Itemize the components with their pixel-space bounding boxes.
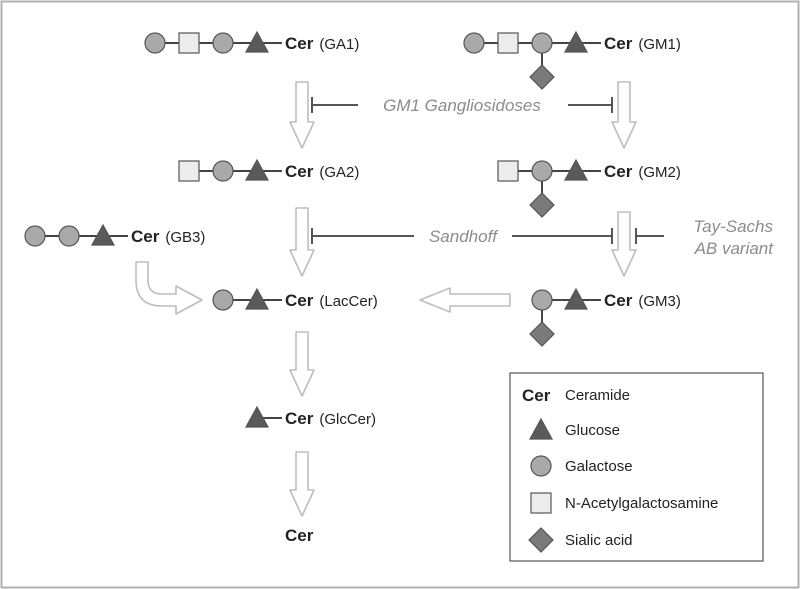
molecule-label: Cer (GA1) (285, 34, 359, 53)
molecule-code: (GA1) (319, 36, 359, 53)
enzyme-block-lines (311, 97, 664, 244)
molecule-gm3: Cer (GM3) (529, 287, 681, 347)
molecule-label: Cer (GM1) (604, 34, 681, 53)
cer-label: Cer (285, 162, 314, 181)
molecule-label: Cer (GM2) (604, 162, 681, 181)
molecule-label: Cer (285, 526, 314, 545)
arrow-gb3-to-laccer (135, 261, 203, 315)
molecule-code: (GM2) (638, 164, 681, 181)
molecule-label: Cer (GlcCer) (285, 409, 376, 428)
molecule-gb3: Cer (GB3) (24, 223, 205, 247)
legend-box (509, 372, 764, 562)
molecule-code: (GM3) (638, 293, 681, 310)
galactose-icon (144, 32, 166, 54)
sialic-acid-icon (529, 64, 555, 90)
molecule-label: Cer (LacCer) (285, 291, 378, 310)
glucose-icon (244, 405, 270, 428)
galactose-icon (212, 32, 234, 54)
legend-item-glucose: Glucose (528, 417, 620, 440)
molecule-code: (LacCer) (319, 293, 377, 310)
molecule-label: Cer (GA2) (285, 162, 359, 181)
galactose-icon (531, 289, 553, 311)
glucose-icon (528, 417, 554, 440)
glucose-icon (90, 223, 116, 246)
galactose-icon (530, 455, 552, 477)
tay-sachs-label: Tay-Sachs (693, 217, 773, 236)
legend: Cer CeramideGlucoseGalactoseN-Acetylgalac… (509, 372, 764, 562)
molecule-code: (GM1) (638, 36, 681, 53)
arrow-laccer-to-glccer (289, 331, 315, 397)
legend-label: Sialic acid (565, 532, 633, 549)
gm1-gangliosidoses-label: GM1 Gangliosidoses (383, 96, 541, 115)
molecule-glccer: Cer (GlcCer) (244, 405, 376, 428)
arrow-gm2-to-gm3 (611, 211, 637, 277)
glucose-icon (244, 158, 270, 181)
galactose-icon (463, 32, 485, 54)
legend-item-galactose: Galactose (530, 455, 633, 477)
arrow-ga1-to-ga2 (289, 81, 315, 149)
cer-label: Cer (604, 162, 633, 181)
galnac-icon (497, 160, 519, 182)
cer-label: Cer (285, 34, 314, 53)
galactose-icon (212, 289, 234, 311)
glucose-icon (563, 158, 589, 181)
molecule-gm2: Cer (GM2) (497, 158, 681, 218)
cer-label: Cer (285, 409, 314, 428)
galactose-icon (24, 225, 46, 247)
sialic-acid-icon (528, 527, 554, 553)
legend-label: Galactose (565, 458, 633, 475)
legend-label: Ceramide (565, 387, 630, 404)
pathway-arrows (135, 81, 637, 517)
molecule-ga2: Cer (GA2) (178, 158, 359, 182)
legend-item-cer: Cer Ceramide (522, 386, 630, 405)
molecule-code: (GB3) (165, 229, 205, 246)
cer-label: Cer (604, 291, 633, 310)
ab-variant-label: AB variant (694, 239, 775, 258)
cer-label: Cer (285, 291, 314, 310)
legend-item-galnac: N-Acetylgalactosamine (530, 492, 718, 514)
molecules: Cer (GA1) Cer (GM1) Cer (GA2) Cer (GM2) Cer (GB3)… (24, 30, 681, 545)
molecule-label: Cer (GM3) (604, 291, 681, 310)
molecule-code: (GlcCer) (319, 411, 376, 428)
glucose-icon (244, 30, 270, 53)
glucose-icon (563, 287, 589, 310)
molecule-ceramide: Cer (285, 526, 314, 545)
legend-item-sialic: Sialic acid (528, 527, 633, 553)
arrow-ga2-to-laccer (289, 207, 315, 277)
cer-label: Cer (285, 526, 314, 545)
legend-label: Glucose (565, 422, 620, 439)
molecule-laccer: Cer (LacCer) (212, 287, 378, 311)
galnac-icon (178, 160, 200, 182)
galactose-icon (531, 32, 553, 54)
galactose-icon (531, 160, 553, 182)
molecule-label: Cer (GB3) (131, 227, 205, 246)
cer-label: Cer (131, 227, 160, 246)
sialic-acid-icon (529, 192, 555, 218)
molecule-code: (GA2) (319, 164, 359, 181)
sandhoff-label: Sandhoff (429, 227, 499, 246)
sialic-acid-icon (529, 321, 555, 347)
galactose-icon (212, 160, 234, 182)
galactose-icon (58, 225, 80, 247)
arrow-gm3-to-laccer (419, 287, 511, 313)
arrow-gm1-to-gm2 (611, 81, 637, 149)
galnac-icon (497, 32, 519, 54)
molecule-ga1: Cer (GA1) (144, 30, 359, 54)
galnac-icon (178, 32, 200, 54)
cer-label: Cer (604, 34, 633, 53)
legend-label: N-Acetylgalactosamine (565, 495, 718, 512)
glucose-icon (244, 287, 270, 310)
molecule-gm1: Cer (GM1) (463, 30, 681, 90)
arrow-glccer-to-cer (289, 451, 315, 517)
galnac-icon (530, 492, 552, 514)
glucose-icon (563, 30, 589, 53)
cer-symbol: Cer (522, 386, 551, 405)
